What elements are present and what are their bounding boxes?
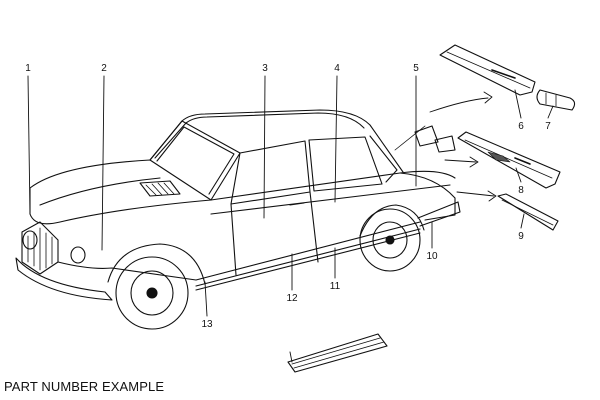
rear-side-window: [308, 136, 383, 192]
rear-rim: [372, 221, 408, 259]
leader-9: [520, 213, 525, 229]
leader-13: [204, 281, 208, 317]
rear-quarter: [399, 172, 456, 221]
car-illustration: [15, 109, 461, 330]
leader-6: [514, 89, 522, 119]
clip-pieces: [394, 125, 456, 153]
callout-13: 13: [201, 319, 213, 330]
roof-drip-line: [154, 112, 365, 159]
callout-12: 12: [286, 293, 298, 304]
windshield: [149, 120, 241, 201]
front-hub: [146, 287, 158, 299]
callout-1: 1: [25, 63, 31, 74]
hood-vent-slats: [145, 182, 175, 196]
arrow-to-part-6: [429, 97, 489, 113]
leader-1: [27, 75, 31, 215]
windshield-inner: [156, 126, 235, 195]
callout-11: 11: [330, 281, 341, 292]
headlight-right: [70, 246, 86, 264]
door-handle: [289, 202, 305, 206]
roof-outline: [149, 109, 404, 173]
leader-8: [515, 167, 522, 183]
body-side-upper-line: [210, 184, 451, 215]
part-8-molding: [457, 131, 561, 189]
arrow-to-part-8: [444, 159, 477, 163]
loose-sill-molding: [287, 333, 388, 373]
callout-10: 10: [426, 251, 438, 262]
arrow-head-6: [483, 91, 493, 104]
front-wheel-arch: [107, 243, 206, 285]
hood-outline: [29, 159, 212, 225]
callout-9: 9: [518, 231, 524, 242]
leader-2: [101, 75, 105, 251]
arrow-head-9: [487, 190, 497, 202]
rear-wheel-arch: [359, 204, 425, 237]
caption-text: PART NUMBER EXAMPLE: [4, 379, 165, 394]
headlight-left: [22, 230, 38, 250]
front-tire: [115, 256, 189, 330]
rear-bumper: [417, 201, 461, 227]
leader-4: [334, 75, 338, 203]
part-9-strip: [497, 193, 559, 231]
rocker-panel: [195, 221, 421, 281]
front-bumper: [15, 257, 113, 301]
leader-3: [263, 75, 266, 219]
front-rim: [130, 270, 174, 316]
arrow-head-8: [469, 156, 479, 168]
callout-5: 5: [413, 63, 419, 74]
callout-3: 3: [262, 63, 268, 74]
front-side-window: [230, 140, 311, 205]
rear-tire: [359, 208, 421, 272]
rear-hub: [385, 235, 395, 245]
callout-7: 7: [545, 121, 551, 132]
leader-lines: [27, 75, 554, 317]
front-fender-line: [57, 261, 197, 281]
callout-8: 8: [518, 185, 524, 196]
hood-vent: [139, 180, 181, 197]
door-gap-rear: [309, 191, 319, 263]
leader-7: [547, 105, 554, 119]
door-gap-front: [230, 203, 237, 276]
rocker-molding: [195, 228, 421, 291]
callout-6: 6: [518, 121, 524, 132]
callout-4: 4: [334, 63, 340, 74]
callout-2: 2: [101, 63, 107, 74]
part-6-molding: [439, 44, 536, 96]
hood-crease: [39, 177, 161, 206]
callout-numbers: 1 2 3 4 5 6 7 8 9 10 11 12 13: [25, 63, 551, 330]
exploded-parts: [287, 44, 576, 373]
arrow-to-part-9: [456, 191, 495, 197]
part-7-end-cap: [536, 89, 576, 111]
c-pillar-window: [369, 135, 398, 183]
